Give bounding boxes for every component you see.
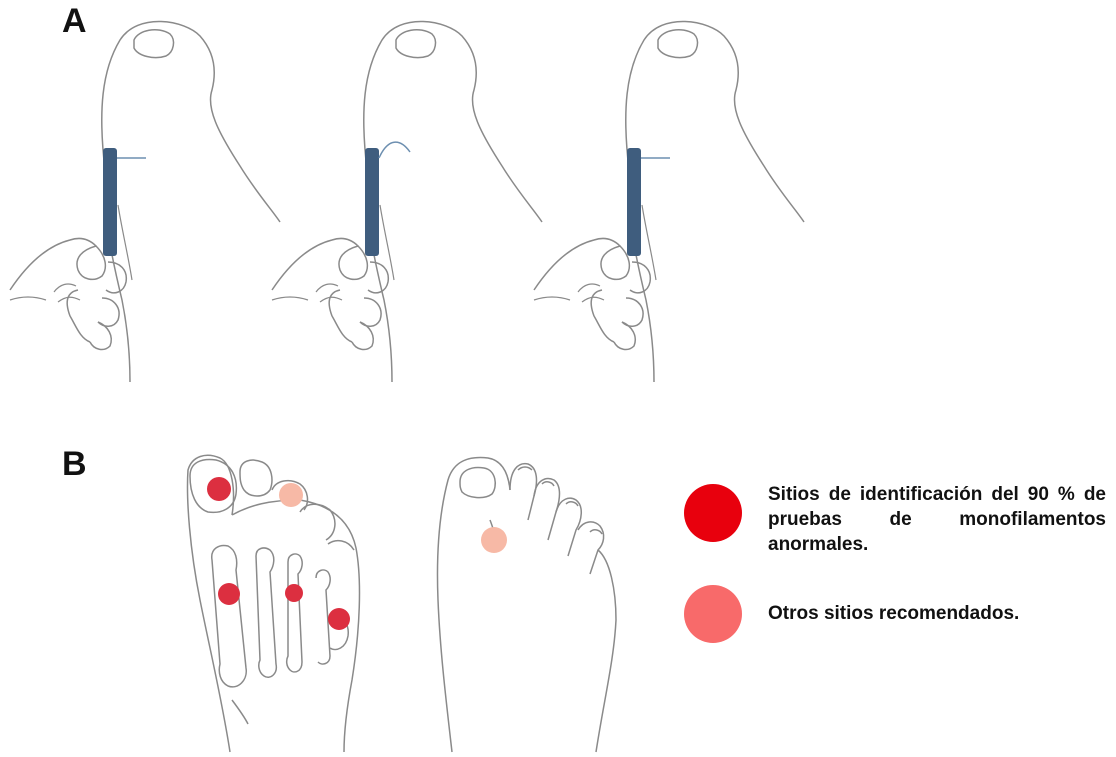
plantar-site-second-toe (279, 483, 303, 507)
legend-item-secondary: Otros sitios recomendados. (684, 585, 1108, 643)
legend-label-secondary: Otros sitios recomendados. (768, 601, 1108, 626)
dorsal-site (481, 527, 507, 553)
plantar-site-third-metatarsal (285, 584, 303, 602)
legend-item-primary: Sitios de identificación del 90 % de pru… (684, 484, 1106, 557)
monofilament-stage-1 (10, 21, 280, 382)
legend-label-primary: Sitios de identificación del 90 % de pru… (768, 482, 1106, 557)
dorsal-foot-diagram (437, 458, 616, 752)
monofilament-stage-3 (534, 21, 804, 382)
legend-swatch-primary (684, 484, 742, 542)
plantar-site-hallux (207, 477, 231, 501)
monofilament-stage-2 (272, 21, 542, 382)
plantar-site-fifth-metatarsal (328, 608, 350, 630)
legend-swatch-secondary (684, 585, 742, 643)
plantar-foot-diagram (188, 455, 360, 752)
plantar-site-first-metatarsal (218, 583, 240, 605)
